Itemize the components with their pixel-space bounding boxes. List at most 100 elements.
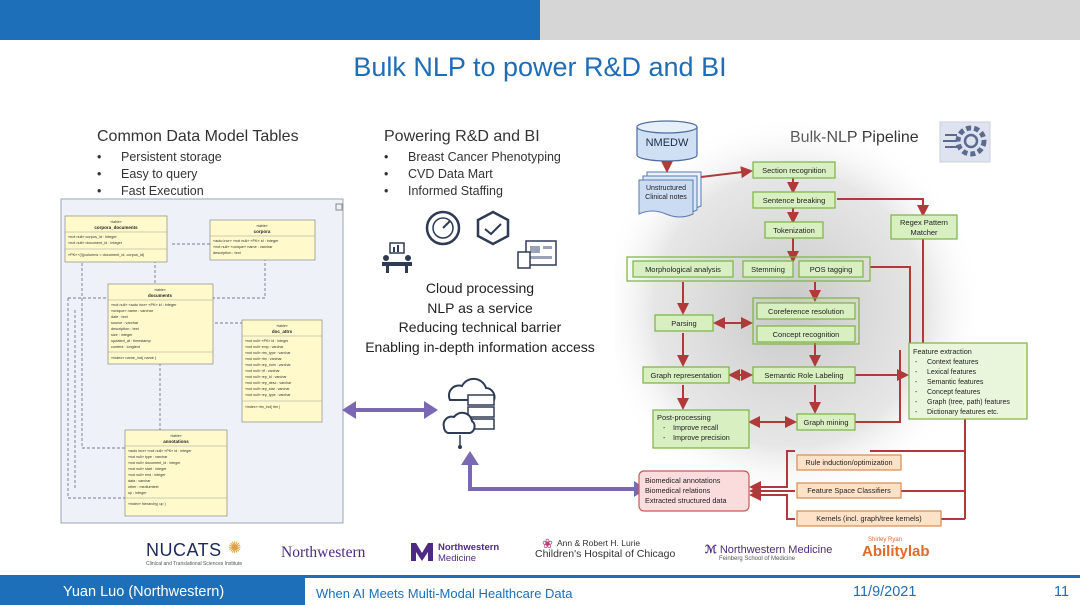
box-label: Biomedical relations [645,486,711,495]
table-field: «not null» rtm_type : varchar [245,351,291,355]
rnd-line: NLP as a service [427,299,533,316]
table-field: «not null» rep_num : varchar [245,363,292,367]
box-label: Concept features [927,389,981,396]
cdm-bullet: Easy to query [97,166,222,183]
table-name: corpora [254,229,271,234]
table-field: up : integer [128,491,147,495]
cdm-title: Common Data Model Tables [97,128,299,145]
table-field: «not null» «unique» name : varchar [213,245,273,249]
box-semantic-role-labeling: Semantic Role Labeling [752,366,856,384]
table-field: source : varchar [111,321,139,325]
rnd-bullet: CVD Data Mart [384,166,561,183]
table-field: «not null» rep_stat : varchar [245,387,290,391]
coref-group-frame [752,297,860,345]
svg-text:-: - [663,433,666,442]
box-label: Extracted structured data [645,496,727,505]
rnd-line: Cloud processing [425,280,535,296]
table-name: corpora_documents [94,225,138,230]
meeting-icon [382,242,412,273]
cloud-server-icon [442,377,496,449]
box-kernels: Kernels (incl. graph/tree kernels) [796,510,942,527]
nm-top: Northwestern [438,542,500,553]
logo-abilitylab: Shirley Ryan Abilitylab [862,537,930,560]
table-field: other : mediumtext [128,485,159,489]
cdm-bullet-list: Persistent storage Easy to query Fast Ex… [97,149,222,200]
nm-bottom: Medicine [438,553,477,564]
table-field: «not null» rtf : varchar [245,369,281,373]
notes-stack-icon: Unstructured Clinical notes [638,171,702,218]
box-label: Rule induction/optimization [805,458,892,467]
svg-text:-: - [915,379,918,386]
slide-title: Bulk NLP to power R&D and BI [353,52,727,82]
nucats-sparkle-icon: ✺ [228,540,242,557]
table-stereotype: «table» [110,220,122,224]
table-field: «unique» name : varchar [111,309,154,313]
box-label: Stemming [751,265,785,274]
box-label: Improve recall [673,423,719,432]
nm-feinberg-label: Northwestern Medicine [719,544,833,556]
box-pos-tagging: POS tagging [798,260,864,278]
box-label: Tokenization [773,226,815,235]
box-label: Concept recognition [773,330,840,339]
center-icons [382,210,557,273]
table-field: «not null» document_id : integer [68,241,123,245]
notes-label: Unstructured [646,185,686,192]
logo-lurie: Ann & Robert H. Lurie Children's Hospita… [535,538,715,560]
rnd-title: Powering R&D and BI [384,128,540,145]
logo-northwestern: Northwestern [281,544,366,561]
footer-page-number: 11 [1054,584,1070,600]
svg-text:-: - [915,359,918,366]
box-label: Dictionary features etc. [927,409,999,416]
box-sentence-breaking: Sentence breaking [752,191,836,209]
box-post-processing: Post-processing - Improve recall - Impro… [652,409,750,449]
table-field: «not null» type : varchar [128,455,168,459]
nm-feinberg: ℳ Northwestern Medicine [705,544,833,556]
box-label: Biomedical annotations [645,476,721,485]
box-rule-induction: Rule induction/optimization [796,454,902,471]
table-field: «not null» rep_id : varchar [245,375,287,379]
box-label: Coreference resolution [768,307,844,316]
box-label: Graph mining [803,418,848,427]
ability-text: Abilitylab [862,543,930,560]
double-arrow-icon [342,401,438,419]
box-label: Semantic features [927,379,984,386]
pipeline-arrows [661,161,966,525]
box-label: Parsing [671,319,696,328]
table-corpora: «table» corpora «auto incr» «not null» «… [209,219,316,261]
logo-nm-medicine: Northwestern Medicine [438,542,499,564]
gear-icon [939,121,991,163]
ability-top: Shirley Ryan [868,537,903,543]
er-diagram: «table» corpora_documents «not null» cor… [60,198,344,524]
cloud-connection [342,377,646,497]
box-label: Morphological analysis [645,265,721,274]
box-label: Matcher [910,228,938,237]
rnd-bullet: Informed Staffing [384,183,561,200]
nucats-sub: Clinical and Translational Sciences Inst… [146,561,243,567]
box-feature-extraction: Feature extraction - Context features - … [908,342,1028,420]
rnd-bullet: Breast Cancer Phenotyping [384,149,561,166]
box-graph-representation: Graph representation [642,366,730,384]
footer-author: Yuan Luo (Northwestern) [63,584,225,600]
table-stereotype: «table» [276,324,288,328]
table-field: «auto incr» «not null» «PK» id : integer [213,239,279,243]
rnd-bullet-list: Breast Cancer Phenotyping CVD Data Mart … [384,149,561,200]
box-biomedical-outputs: Biomedical annotations Biomedical relati… [638,470,750,512]
box-coreference-resolution: Coreference resolution [756,302,856,320]
box-concept-recognition: Concept recognition [756,325,856,343]
nucats-text: NUCATS [146,540,222,560]
table-stereotype: «table» [170,434,182,438]
box-graph-mining: Graph mining [796,413,856,431]
notes-label: Clinical notes [645,194,687,201]
morph-group-frame [626,256,871,282]
box-feature-space-classifiers: Feature Space Classifiers [796,482,902,499]
table-field: «not null» «auto incr» «PK» id : integer [111,303,177,307]
cdm-bullet: Fast Execution [97,183,222,200]
rnd-line: Reducing technical barrier [398,319,562,335]
box-label: POS tagging [810,265,853,274]
box-morphological-analysis: Morphological analysis [632,260,734,278]
footer-white-area [305,578,1080,605]
table-field: description : text [111,327,140,331]
svg-text:-: - [915,389,918,396]
footer-date: 11/9/2021 [853,584,917,600]
box-regex-matcher: Regex Pattern Matcher [890,214,958,240]
